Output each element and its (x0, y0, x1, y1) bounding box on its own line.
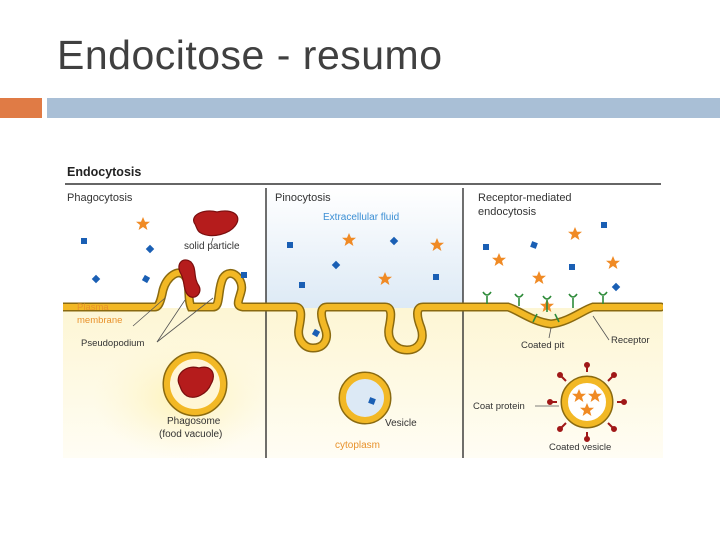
endocytosis-figure: Endocytosis Phagocytosis Pinocytosis Rec… (63, 158, 663, 458)
square-molecule (483, 244, 489, 250)
plasma-membrane (63, 268, 663, 355)
panel-title-pinocytosis: Pinocytosis (275, 192, 331, 204)
label-solid-particle: solid particle (184, 241, 240, 252)
label-extracellular-fluid: Extracellular fluid (323, 212, 399, 223)
label-coated-pit: Coated pit (521, 340, 565, 351)
label-food-vacuole: (food vacuole) (159, 429, 222, 440)
extracellular-fluid-region (266, 188, 463, 310)
label-receptor: Receptor (611, 335, 650, 346)
label-vesicle: Vesicle (385, 418, 417, 429)
panel-title-phagocytosis: Phagocytosis (67, 192, 133, 204)
vesicle (338, 371, 392, 425)
square-molecule (530, 241, 538, 249)
engulfed-particle (178, 259, 201, 298)
square-molecule (287, 242, 293, 248)
label-plasma: Plasma (77, 302, 109, 313)
endocytosis-diagram: Endocytosis Phagocytosis Pinocytosis Rec… (63, 165, 663, 458)
label-pseudopodium: Pseudopodium (81, 338, 144, 349)
star-molecule (136, 217, 150, 230)
slide-title: Endocitose - resumo (57, 32, 443, 78)
square-molecule (299, 282, 305, 288)
label-coat-protein: Coat protein (473, 401, 525, 412)
label-membrane: membrane (77, 315, 122, 326)
solid-particle (193, 210, 239, 237)
square-molecule (389, 236, 399, 246)
phagosome (162, 351, 228, 417)
label-phagosome: Phagosome (167, 416, 221, 427)
square-molecule (569, 264, 575, 270)
receptors (482, 291, 608, 323)
square-molecule (601, 222, 607, 228)
square-molecule (433, 274, 439, 280)
square-molecule (311, 328, 321, 338)
square-molecule (145, 244, 155, 254)
accent-bar-right (47, 98, 720, 118)
coated-vesicle (547, 362, 627, 442)
label-coated-vesicle: Coated vesicle (549, 442, 611, 453)
accent-bar-left (0, 98, 42, 118)
star-molecule (492, 253, 506, 266)
square-molecule (331, 260, 341, 270)
star-molecule (532, 271, 546, 284)
square-molecule (91, 274, 101, 284)
square-molecule (81, 238, 87, 244)
panel-title-receptor-mediated: Receptor-mediated (478, 192, 572, 204)
star-molecule (606, 256, 620, 269)
square-molecule (141, 274, 151, 284)
star-molecule (568, 227, 582, 240)
square-molecule (241, 272, 247, 278)
square-molecule (611, 282, 621, 292)
panel-title-endocytosis: endocytosis (478, 206, 537, 218)
label-cytoplasm: cytoplasm (335, 440, 380, 451)
figure-heading: Endocytosis (67, 165, 141, 179)
